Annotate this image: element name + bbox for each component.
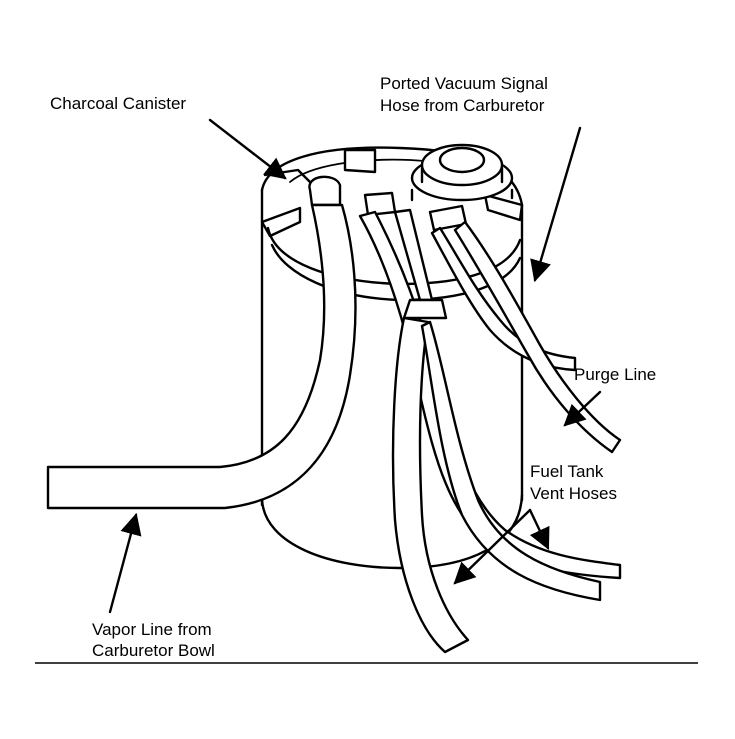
label-vapor-line-2: Carburetor Bowl: [92, 641, 215, 660]
ported-vacuum-arrow: [530, 126, 582, 283]
label-purge-line: Purge Line: [574, 365, 657, 384]
label-fuel-tank-1: Fuel Tank: [530, 462, 604, 481]
label-charcoal-canister: Charcoal Canister: [50, 94, 187, 113]
label-ported-vacuum-2: Hose from Carburetor: [380, 96, 545, 115]
vapor-line-hose: [46, 203, 357, 510]
fuel-tank-arrow-left: [453, 508, 532, 585]
vacuum-fitting: [410, 143, 514, 202]
fuel-tank-arrow-right: [528, 508, 550, 550]
label-vapor-line-1: Vapor Line from: [92, 620, 212, 639]
vacuum-signal-hose: [430, 226, 577, 372]
vapor-line-arrow: [108, 512, 142, 614]
label-ported-vacuum-1: Ported Vacuum Signal: [380, 74, 548, 93]
charcoal-canister-arrow: [208, 118, 287, 180]
fuel-tank-vent-hoses: [391, 208, 602, 654]
label-fuel-tank-2: Vent Hoses: [530, 484, 617, 503]
purge-line-arrow: [563, 390, 602, 427]
second-right-hose: [453, 220, 622, 454]
